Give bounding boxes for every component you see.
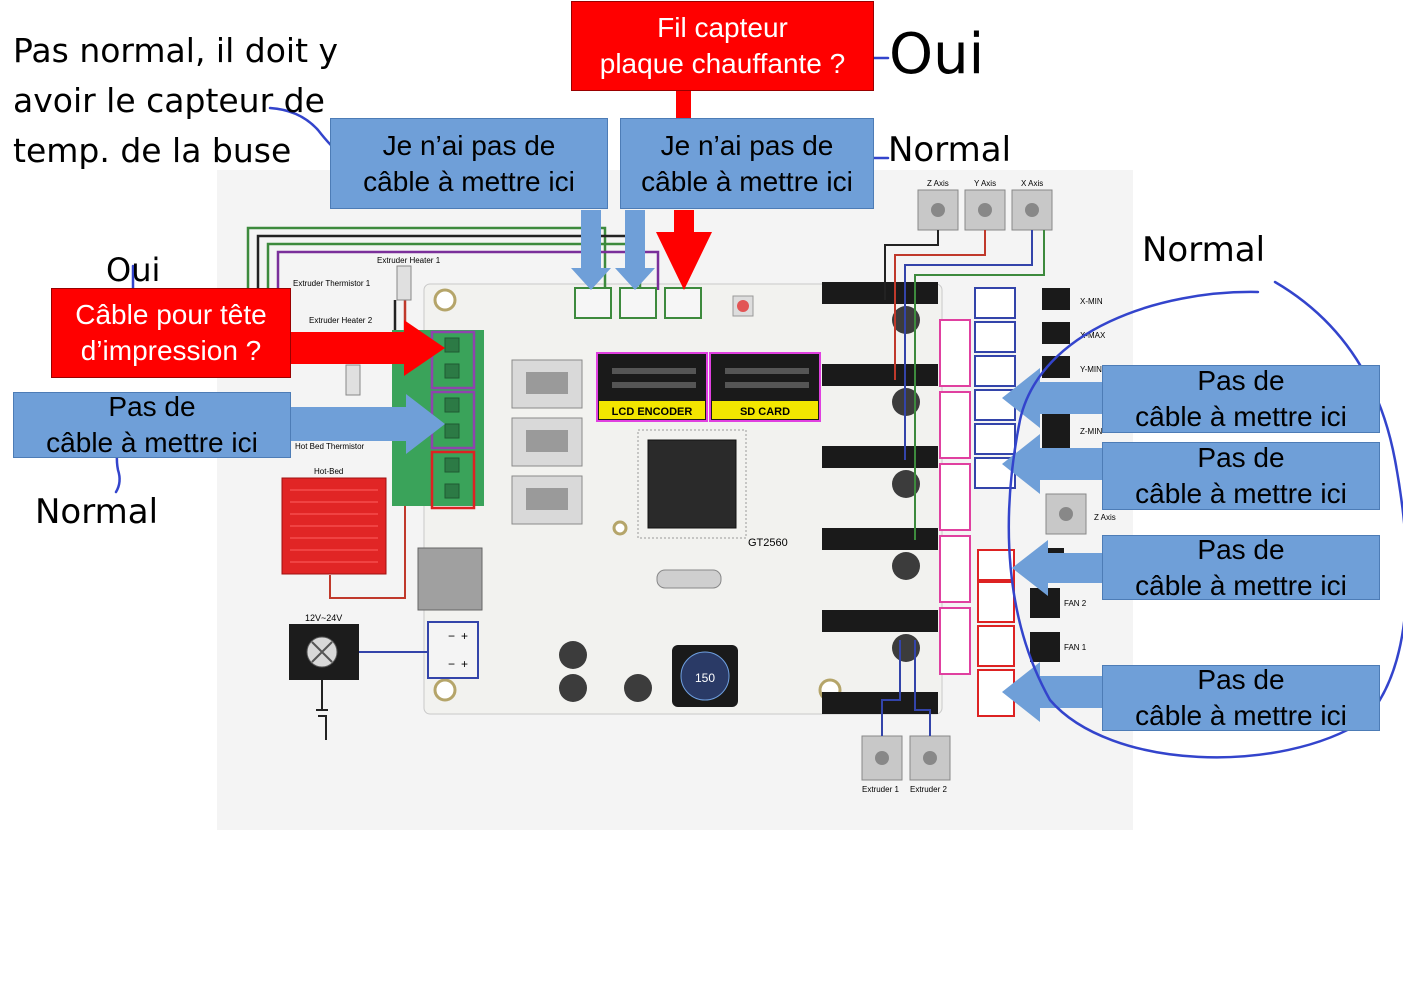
label-y-axis-top: Y Axis [974, 179, 996, 188]
callout-line: câble à mettre ici [363, 165, 575, 197]
callout-printhead-cable: Câble pour tête d’impression ? [51, 288, 291, 378]
callout-no-cable-right-2: Pas de câble à mettre ici [1102, 442, 1380, 510]
callout-line: Pas de [108, 391, 196, 422]
callout-line: câble à mettre ici [1135, 401, 1347, 432]
oui-top: Oui [889, 22, 985, 87]
callout-line: câble à mettre ici [1135, 569, 1347, 601]
callout-line: Pas de [1197, 664, 1285, 695]
label-z-min: Z-MIN [1080, 427, 1102, 436]
top-connectors [574, 287, 702, 319]
svg-text:−: − [448, 657, 455, 671]
main-chip [647, 439, 737, 529]
hot-bed-pattern [290, 489, 378, 563]
label-sd-card: SD CARD [740, 406, 790, 418]
svg-text:+: + [461, 657, 468, 671]
nozzle-sensor-note: Pas normal, il doit y avoir le capteur d… [13, 26, 338, 176]
label-x-max: X-MAX [1080, 331, 1106, 340]
svg-text:+: + [461, 629, 468, 643]
note-line-1: Pas normal, il doit y [13, 31, 339, 70]
label-y-min: Y-MIN [1080, 365, 1102, 374]
callout-line: câble à mettre ici [1135, 478, 1347, 509]
extruder-motors [861, 735, 951, 781]
callout-line: câble à mettre ici [46, 427, 258, 458]
arrow-red-left [290, 320, 445, 376]
label-extruder-thermistor-1: Extruder Thermistor 1 [293, 279, 371, 288]
label-model: GT2560 [748, 537, 788, 549]
callout-line: Pas de [1197, 442, 1285, 473]
arrow-red-stem-top [676, 90, 691, 118]
callout-line: d’impression ? [80, 335, 262, 366]
label-z-axis-side: Z Axis [1094, 513, 1116, 522]
extruder-heater-1-component [396, 265, 412, 301]
label-extruder-heater-2: Extruder Heater 2 [309, 316, 373, 325]
terminal-screws [444, 337, 460, 499]
power-terminal [427, 621, 479, 679]
normal-left: Normal [35, 492, 159, 532]
callout-no-cable-left: Pas de câble à mettre ici [13, 391, 291, 458]
callout-no-cable-2: Je n’ai pas de câble à mettre ici [620, 118, 874, 209]
driver-sockets [822, 282, 938, 714]
note-line-2: avoir le capteur de [13, 81, 325, 120]
callout-no-cable-1: Je n’ai pas de câble à mettre ici [330, 118, 608, 209]
callout-no-cable-right-4: Pas de câble à mettre ici [1102, 664, 1380, 731]
usb-port [417, 547, 483, 611]
label-x-axis-top: X Axis [1021, 179, 1043, 188]
label-z-axis-top: Z Axis [927, 179, 949, 188]
motor-wires [884, 230, 1045, 540]
label-inductor: 150 [695, 671, 715, 685]
label-x-min: X-MIN [1080, 297, 1103, 306]
endstop-switches [1042, 288, 1070, 448]
arrow-red-down [656, 210, 712, 290]
svg-text:−: − [448, 629, 455, 643]
header-pins [612, 368, 809, 388]
callout-line: câble à mettre ici [641, 165, 853, 197]
callout-heatbed-sensor-wire: Fil capteur plaque chauffante ? [571, 1, 874, 91]
arrows-blue-right [1002, 368, 1102, 722]
endstop-connectors [974, 287, 1016, 489]
note-line-3: temp. de la buse [13, 131, 292, 170]
power-plug [316, 680, 328, 740]
callout-line: Je n’ai pas de [382, 129, 556, 161]
arrow-blue-left [290, 394, 445, 454]
extruder-heater-2-component [345, 364, 361, 396]
normal-right: Normal [1142, 230, 1266, 270]
arrows-blue-top [571, 210, 655, 290]
callout-line: Pas de [1197, 533, 1285, 565]
oui-left: Oui [106, 251, 161, 289]
crystal [656, 569, 722, 589]
label-fan-1: FAN 1 [1064, 643, 1087, 652]
callout-no-cable-right-3: Pas de câble à mettre ici [1102, 533, 1380, 601]
callout-line: Fil capteur [657, 12, 788, 43]
label-hot-bed-thermistor: Hot Bed Thermistor [295, 442, 365, 451]
callout-no-cable-right-1: Pas de câble à mettre ici [1102, 365, 1380, 433]
normal-top: Normal [888, 130, 1012, 170]
label-extruder-1: Extruder 1 [862, 785, 899, 794]
callout-line: Câble pour tête [75, 299, 267, 330]
label-fan-2: FAN 2 [1064, 599, 1087, 608]
motor-connectors [939, 319, 971, 675]
callout-line: Je n’ai pas de [660, 129, 834, 161]
callout-line: Pas de [1197, 365, 1285, 396]
top-motors [917, 189, 1053, 231]
label-lcd-encoder: LCD ENCODER [612, 406, 693, 418]
label-power: 12V~24V [305, 613, 342, 623]
callout-line: câble à mettre ici [1135, 700, 1347, 731]
label-extruder-heater-1: Extruder Heater 1 [377, 256, 441, 265]
label-hot-bed: Hot-Bed [314, 467, 343, 476]
label-extruder-2: Extruder 2 [910, 785, 947, 794]
callout-line: plaque chauffante ? [599, 48, 846, 79]
